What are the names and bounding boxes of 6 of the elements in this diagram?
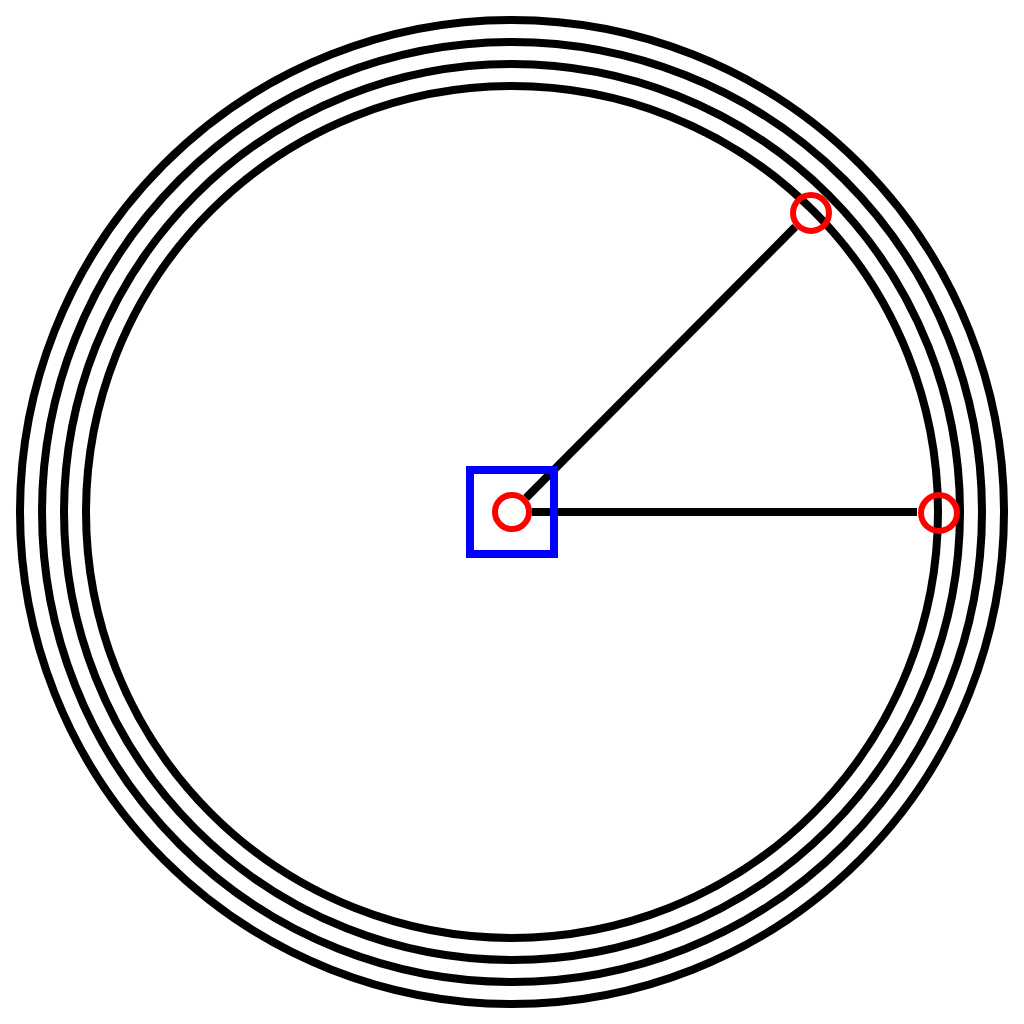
circle-marker <box>789 191 831 233</box>
circle-marker <box>917 491 959 533</box>
connector-line <box>523 224 799 501</box>
circle-marker <box>492 492 532 532</box>
square-marker <box>466 466 558 558</box>
connector-line <box>532 508 917 516</box>
